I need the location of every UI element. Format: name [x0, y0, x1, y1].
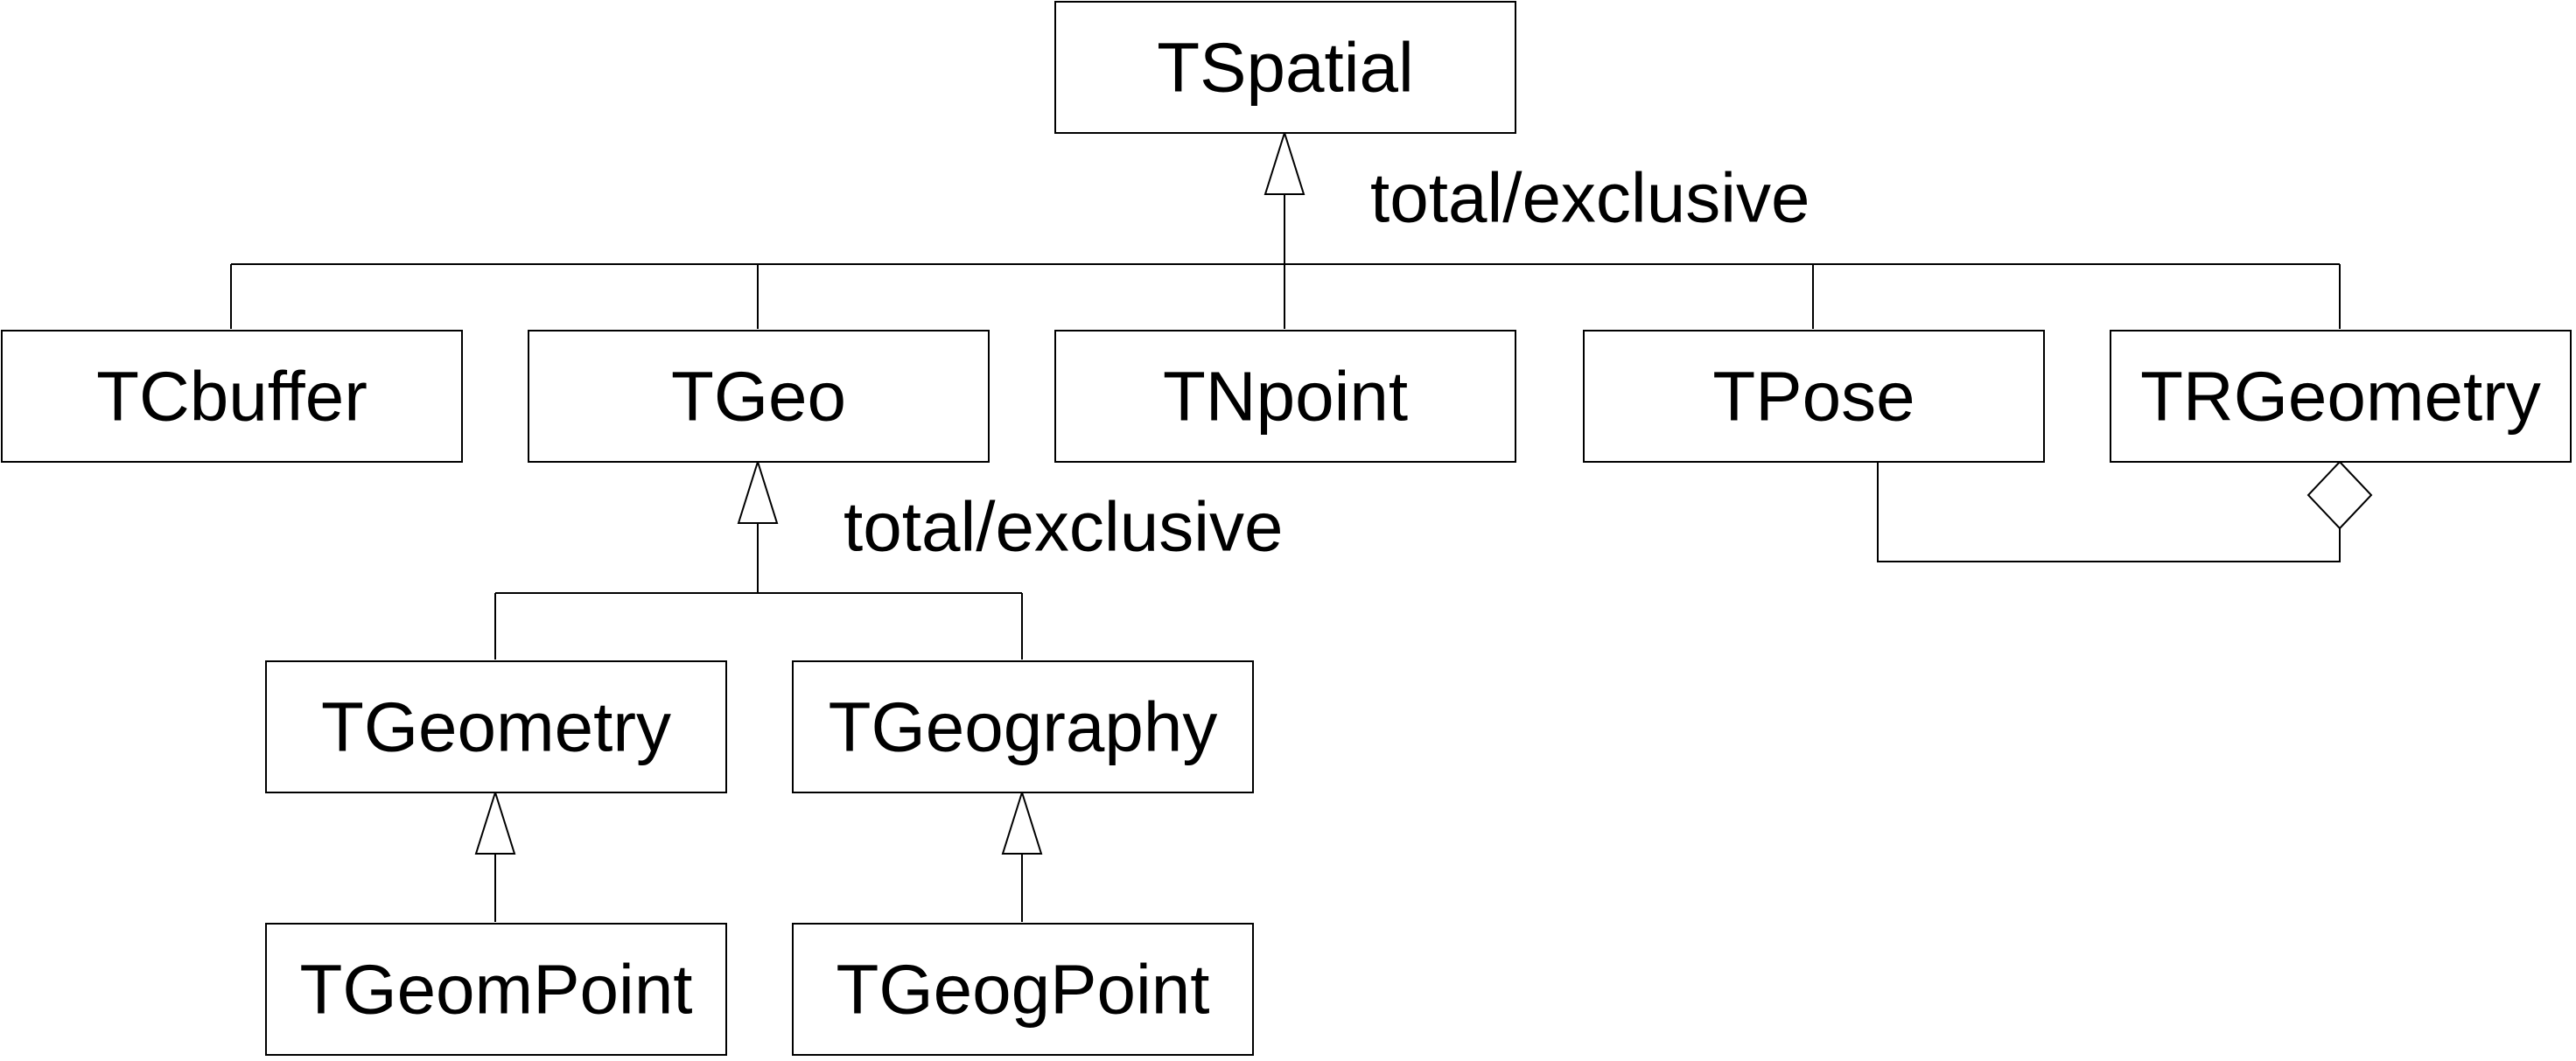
class-box-tgeo: TGeo: [528, 330, 990, 463]
tgeography-generalization-arrow-icon: [1001, 789, 1043, 855]
class-box-tcbuffer: TCbuffer: [1, 330, 463, 463]
tgeography-generalization-connector: [1001, 789, 1043, 922]
class-box-tgeometry: TGeometry: [265, 660, 727, 793]
class-label-tgeompoint: TGeomPoint: [299, 951, 692, 1029]
tspatial-generalization-connector: [230, 129, 2341, 329]
class-label-tcbuffer: TCbuffer: [96, 358, 368, 436]
tgeometry-generalization-connector: [474, 789, 516, 922]
tspatial-constraint-label: total/exclusive: [1370, 159, 1810, 237]
class-label-tspatial: TSpatial: [1157, 29, 1413, 107]
class-label-tnpoint: TNpoint: [1163, 358, 1408, 436]
aggregation-diamond-icon: [2306, 460, 2373, 530]
class-label-tgeo: TGeo: [671, 358, 846, 436]
class-box-tgeography: TGeography: [792, 660, 1254, 793]
aggregation-connector: [1877, 460, 2373, 562]
class-box-tgeompoint: TGeomPoint: [265, 923, 727, 1056]
class-label-trgeometry: TRGeometry: [2140, 358, 2541, 436]
class-box-tpose: TPose: [1583, 330, 2045, 463]
tspatial-generalization-arrow-icon: [1264, 129, 1306, 195]
class-box-tnpoint: TNpoint: [1054, 330, 1516, 463]
tgeo-generalization-arrow-icon: [737, 458, 779, 524]
class-box-trgeometry: TRGeometry: [2110, 330, 2572, 463]
class-box-tgeogpoint: TGeogPoint: [792, 923, 1254, 1056]
tgeometry-generalization-arrow-icon: [474, 789, 516, 855]
tgeo-constraint-label: total/exclusive: [844, 488, 1283, 566]
tgeo-generalization-connector: [494, 458, 1023, 660]
class-box-tspatial: TSpatial: [1054, 1, 1516, 134]
class-label-tgeography: TGeography: [829, 688, 1218, 766]
class-label-tgeogpoint: TGeogPoint: [836, 951, 1210, 1029]
class-label-tpose: TPose: [1712, 358, 1914, 436]
class-label-tgeometry: TGeometry: [321, 688, 671, 766]
